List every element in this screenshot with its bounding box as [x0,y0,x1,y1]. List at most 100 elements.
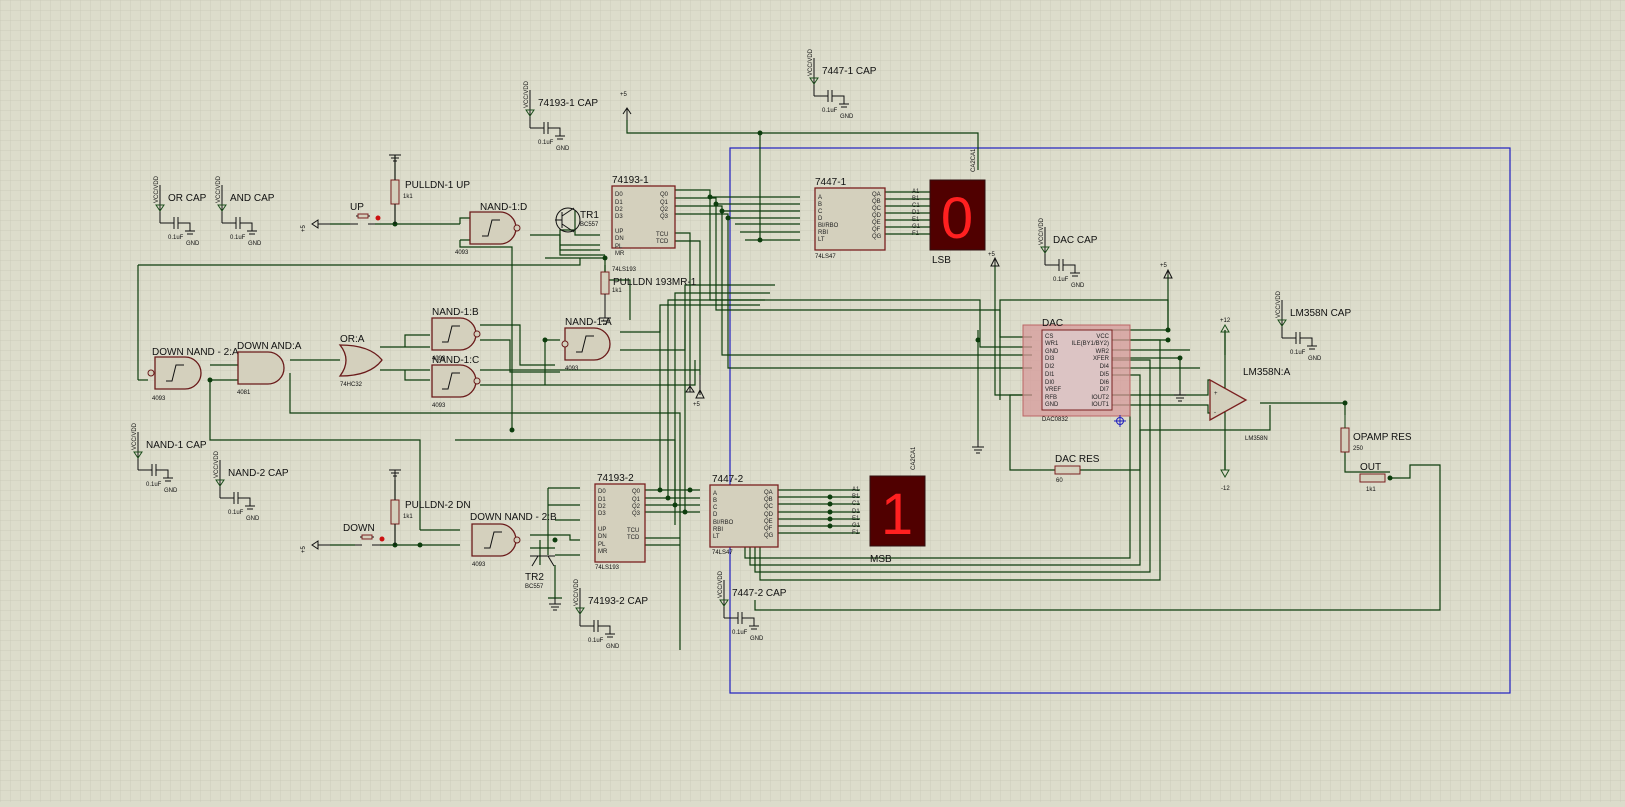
segment-net-label: B1 [912,196,920,202]
rail-minus12: -12 [1221,486,1230,492]
capacitor-label: 7447-1 CAP [822,66,877,77]
pin-label: DI1 [1045,372,1055,378]
ic-7447-1[interactable]: 7447-1 74LS47 A B C D BI/RBO RBI LT QA Q… [814,177,921,260]
pin-label: QG [764,533,774,539]
segment-net-label: E1 [912,217,920,223]
gate-down-nand-2-a[interactable]: DOWN NAND - 2:A 4093 [147,347,239,402]
gate-label: OR:A [340,334,365,345]
gate-type: 4081 [237,390,251,396]
button-up[interactable]: UP [350,202,381,225]
pin-label: D [713,512,718,518]
pin-label: QB [764,497,773,503]
display-msb-digit: 1 [881,482,913,547]
gnd-label: GND [1308,356,1322,362]
ic-7447-2[interactable]: 7447-2 74LS47 A B C D BI/RBO RBI LT QA Q… [709,474,861,556]
resistor-value: 60 [1056,478,1063,484]
capacitor-value: 0.1uF [168,235,184,241]
button-down[interactable]: DOWN [343,523,385,546]
resistor-value: 1k1 [403,514,413,520]
pin-label: QC [764,504,774,510]
display-lsb[interactable]: 0 LSB CA2CA1 [929,148,986,266]
transistor-label: TR1 [580,210,599,221]
resistor-dac[interactable]: DAC RES 60 [1054,454,1100,484]
pin-label: MR [598,549,608,555]
pin-label: WR2 [1096,349,1110,355]
gate-down-nand-2-b[interactable]: DOWN NAND - 2:B 4093 [470,512,557,568]
button-up-label: UP [350,202,364,213]
pin-label: RBI [818,230,828,236]
ic-74193-1-name: 74193-1 [612,175,649,186]
ic-74193-2-type: 74LS193 [595,565,620,571]
gate-nand-1-d[interactable]: NAND-1:D 4093 [455,202,527,256]
ic-74193-1[interactable]: 74193-1 74LS193 D0 D1 D2 D3 UP DN PL MR … [611,175,676,273]
segment-net-label: F1 [852,530,860,536]
pin-label: QC [872,206,882,212]
segment-net-label: B1 [852,494,860,500]
transistor-tr1[interactable]: TR1 BC557 [555,207,599,233]
pin-label: IOUT2 [1091,395,1109,401]
pin-label: IOUT1 [1091,402,1109,408]
resistor-opamp[interactable]: OPAMP RES 250 [1340,415,1412,453]
pin-label: LT [713,534,720,540]
pin-label: XFER [1093,356,1110,362]
resistor-out[interactable]: OUT 1k1 [1359,462,1386,493]
display-lsb-label: LSB [932,255,951,266]
dac-name: DAC [1042,318,1063,329]
pin-label: QD [764,512,774,518]
pin-label: TCD [627,535,640,541]
rail-plus12: +12 [1220,318,1231,324]
pin-label: DI3 [1045,356,1055,362]
pin-label: GND [1045,402,1059,408]
display-msb-label: MSB [870,554,892,565]
pin-label: D3 [598,511,606,517]
vcc-label: VCC/VDD [132,422,138,450]
ic-74193-2[interactable]: 74193-2 74LS193 D0 D1 D2 D3 UP DN PL MR … [594,473,646,571]
gnd-label: GND [1071,283,1085,289]
pin-label: B [713,498,717,504]
pin-label: D2 [598,504,606,510]
vcc-label: VCC/VDD [1276,290,1282,318]
resistor-pulldn-2[interactable]: PULLDN-2 DN 1k1 [389,469,471,545]
ic-dac0832[interactable]: DAC DAC0832 CS WR1 GND DI3 DI2 DI1 DI0 V… [1022,318,1131,427]
gate-nand-1-c[interactable]: NAND-1:C 4093 [431,355,481,409]
vcc-label: VCC/VDD [216,175,222,203]
gate-type: 4093 [455,250,469,256]
transistor-tr2[interactable]: TR2 BC557 [525,555,555,590]
gnd-label: GND [556,146,570,152]
pin-label: QG [872,234,882,240]
gate-or-a[interactable]: OR:A 74HC32 [338,334,383,388]
pin-label: Q3 [660,214,669,220]
gate-label: NAND-1:C [432,355,479,366]
pin-label: Q0 [632,489,641,495]
ic-7447-2-type: 74LS47 [712,550,733,556]
pin-label: CS [1045,334,1053,340]
pin-label: UP [615,229,623,235]
gate-nand-1-a[interactable]: NAND-1:A 4093 [561,317,612,372]
capacitor-label: DAC CAP [1053,235,1098,246]
capacitor-value: 0.1uF [1290,350,1306,356]
pin-label: QF [764,526,773,532]
opamp-lm358[interactable]: LM358N:A LM358N + - +12 -12 [1209,318,1291,492]
gate-nand-1-b[interactable]: NAND-1:B 4093 [431,307,481,362]
segment-net-label: A1 [912,189,920,195]
pin-label: DN [598,534,607,540]
gate-down-and-a[interactable]: DOWN AND:A 4081 [237,341,302,396]
resistor-pulldn-193mr[interactable]: PULLDN 193MR-1 1k1 [599,271,697,325]
display-msb[interactable]: 1 MSB CA2CA1 [869,446,926,565]
pin-label: PL [615,244,623,250]
rail-label: +5 [301,545,307,553]
resistor-pulldn-1[interactable]: PULLDN-1 UP 1k1 [389,154,470,224]
